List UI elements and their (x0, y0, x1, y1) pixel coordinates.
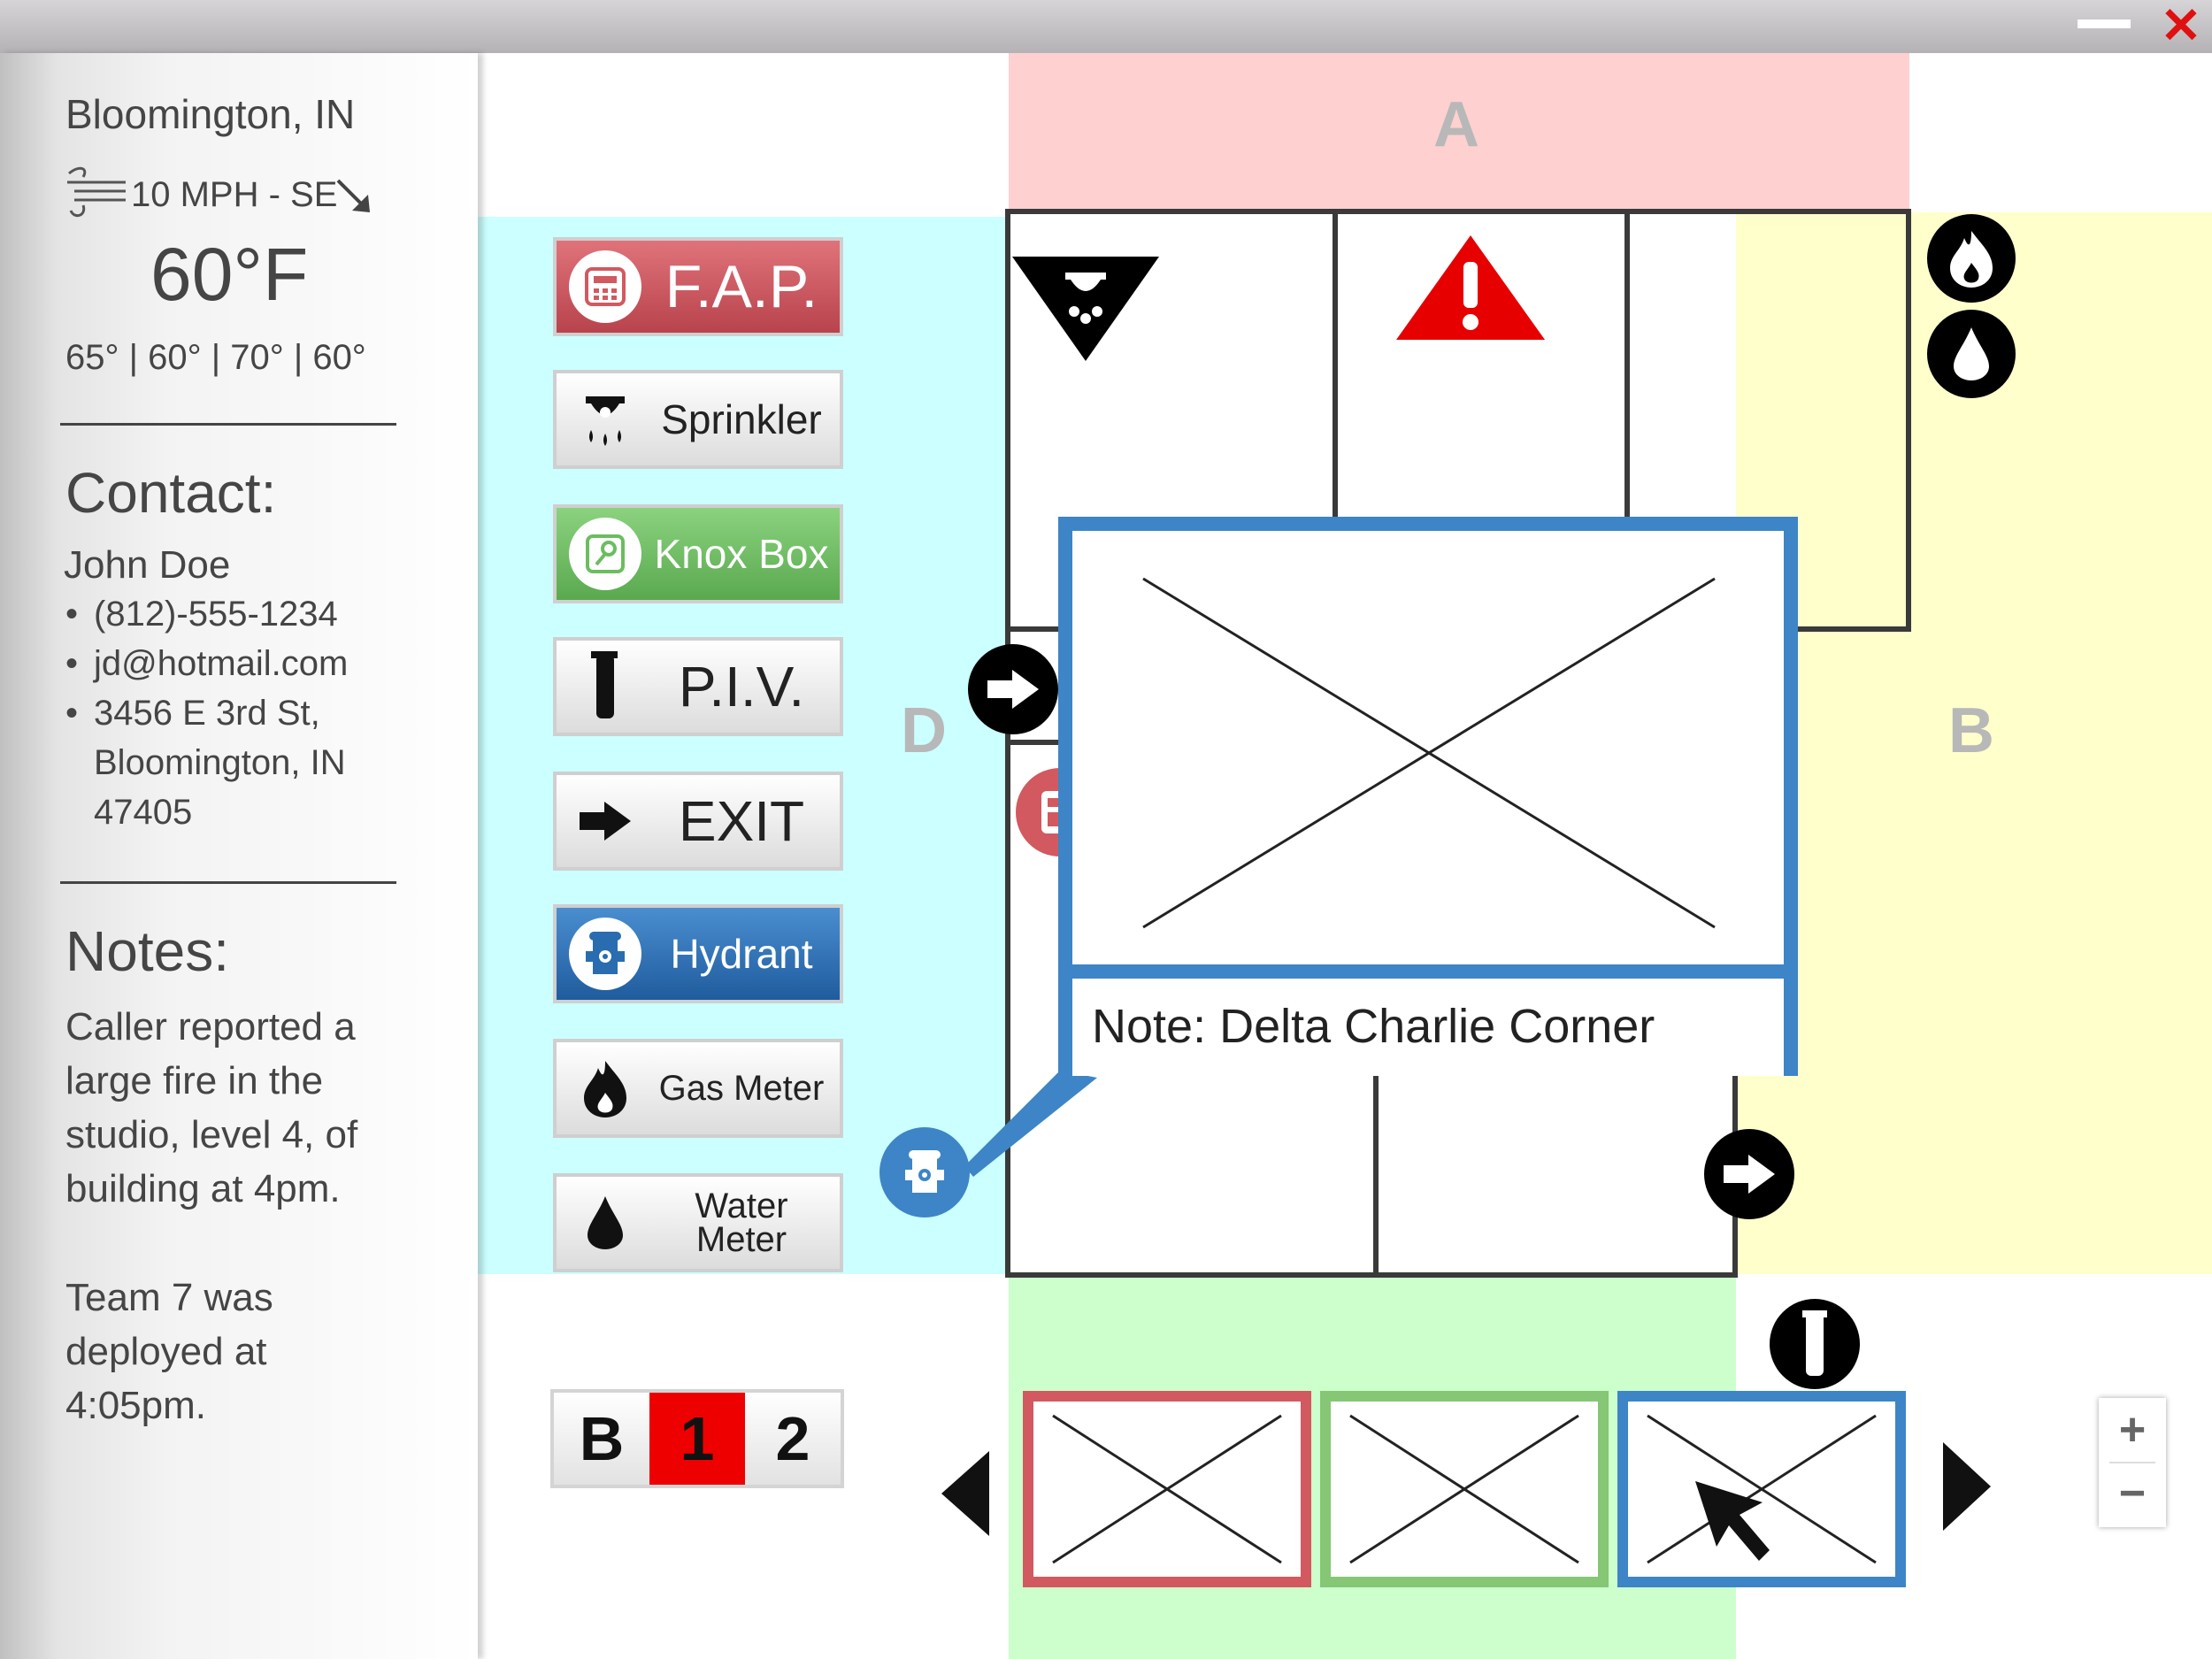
title-bar (0, 0, 2212, 53)
wall (1005, 1272, 1738, 1278)
contact-heading: Contact: (65, 461, 277, 525)
contact-name: John Doe (64, 543, 231, 587)
piv-marker-icon[interactable] (1770, 1299, 1860, 1389)
legend-label-line: Water (695, 1187, 788, 1225)
bullet: • (65, 694, 79, 733)
notes-heading: Notes: (65, 919, 229, 983)
legend-sprinkler-button[interactable]: Sprinkler (553, 370, 843, 469)
close-icon[interactable]: ✕ (2160, 0, 2202, 53)
legend-label: Knox Box (654, 531, 829, 577)
popup-window[interactable]: Note: Delta Charlie Corner (1058, 517, 1798, 1076)
legend-piv-button[interactable]: P.I.V. (553, 637, 843, 736)
warning-marker-icon[interactable] (1396, 235, 1545, 344)
zoom-in-button[interactable]: + (2118, 1404, 2147, 1455)
location-text: Bloomington, IN (65, 91, 356, 137)
wind-text: 10 MPH - SE (131, 175, 338, 214)
zone-label-d: D (901, 695, 947, 766)
divider (60, 881, 396, 884)
popup-note-text: Note: Delta Charlie Corner (1072, 964, 1784, 1076)
wall (1333, 209, 1338, 630)
hydrant-icon (567, 916, 643, 992)
wall (1373, 1071, 1379, 1276)
wind-icon (62, 165, 127, 226)
floor-button-b[interactable]: B (554, 1393, 649, 1485)
floor-button-1[interactable]: 1 (649, 1393, 745, 1485)
temperature-text: 60°F (150, 233, 309, 316)
wall (1624, 209, 1630, 630)
sprinkler-icon (567, 381, 643, 457)
floor-button-2[interactable]: 2 (745, 1393, 841, 1485)
legend-label: EXIT (678, 789, 805, 853)
hydrant-marker-icon[interactable] (879, 1127, 970, 1217)
divider (2109, 1462, 2155, 1463)
sidebar (0, 53, 478, 1659)
legend-label: Water Meter (643, 1187, 840, 1259)
legend-label: F.A.P. (664, 253, 818, 320)
gas-meter-marker-icon[interactable] (1927, 214, 2016, 303)
contact-address-line1: 3456 E 3rd St, (94, 694, 320, 733)
key-icon (567, 516, 643, 592)
legend-fap-button[interactable]: F.A.P. (553, 237, 843, 336)
water-drop-icon (567, 1185, 643, 1261)
water-meter-marker-icon[interactable] (1927, 310, 2016, 398)
divider (60, 423, 396, 426)
legend-hydrant-button[interactable]: Hydrant (553, 904, 843, 1003)
notes-team: Team 7 was deployed at 4:05pm. (65, 1276, 273, 1427)
legend-knox-box-button[interactable]: Knox Box (553, 504, 843, 603)
map-background (478, 53, 1009, 217)
bullet: • (65, 595, 79, 634)
minimize-icon[interactable] (2078, 19, 2131, 28)
arrow-right-icon (567, 783, 643, 859)
wall (1005, 740, 1058, 745)
exit-marker-icon[interactable] (968, 644, 1058, 734)
fire-alarm-panel-icon (567, 249, 643, 325)
contact-email[interactable]: jd@hotmail.com (94, 644, 349, 683)
floor-selector: B 1 2 (550, 1389, 844, 1488)
bullet: • (65, 644, 79, 683)
prev-arrow-icon[interactable] (941, 1451, 989, 1540)
temperature-detail-text: 65° | 60° | 70° | 60° (65, 338, 366, 377)
wind-direction-arrow-icon (334, 177, 373, 220)
notes-body: Caller reported a large fire in the stud… (65, 1005, 358, 1210)
piv-icon (567, 649, 643, 725)
zone-label-b: B (1948, 695, 1994, 766)
contact-address-line3: 47405 (94, 793, 193, 832)
legend-label: Gas Meter (658, 1068, 825, 1108)
wall (1005, 209, 1911, 214)
photo-thumbnail[interactable] (1023, 1391, 1311, 1587)
map-background (1909, 53, 2212, 212)
image-placeholder (1142, 577, 1716, 929)
zoom-control: + − (2099, 1398, 2166, 1527)
legend-label-line: Meter (695, 1220, 787, 1259)
exit-marker-icon[interactable] (1704, 1129, 1794, 1219)
zoom-out-button[interactable]: − (2118, 1468, 2147, 1519)
cursor-icon (1695, 1481, 1777, 1571)
legend-exit-button[interactable]: EXIT (553, 772, 843, 871)
contact-phone[interactable]: (812)-555-1234 (94, 595, 338, 634)
next-arrow-icon[interactable] (1943, 1442, 1991, 1535)
legend-gas-meter-button[interactable]: Gas Meter (553, 1039, 843, 1138)
popup-pointer (956, 1071, 1097, 1190)
legend-water-meter-button[interactable]: Water Meter (553, 1173, 843, 1272)
contact-address-line2: Bloomington, IN (94, 743, 346, 782)
sprinkler-marker-icon[interactable] (1012, 257, 1159, 365)
legend-label: P.I.V. (678, 655, 805, 718)
photo-thumbnail[interactable] (1320, 1391, 1609, 1587)
zone-label-a: A (1433, 89, 1479, 160)
flame-icon (567, 1050, 643, 1126)
wall (1906, 209, 1911, 632)
legend-label: Hydrant (670, 931, 813, 977)
legend-label: Sprinkler (661, 396, 822, 442)
